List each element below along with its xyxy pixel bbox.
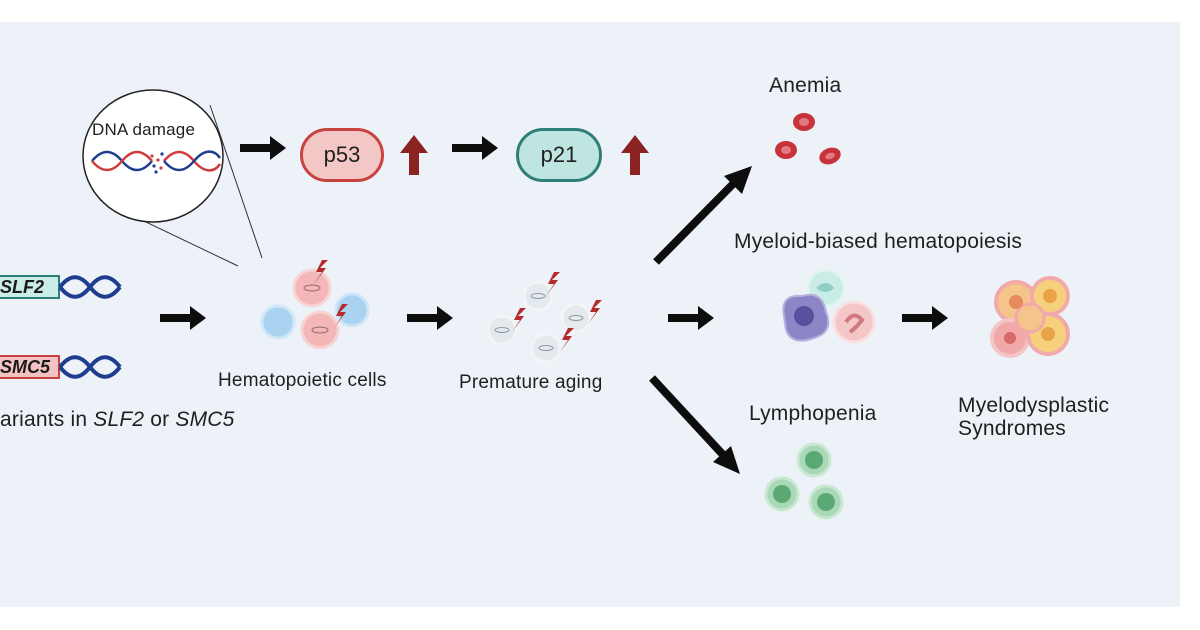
- gene-smc5-box: SMC5: [0, 355, 60, 379]
- lightning-bolt-icon: [560, 328, 574, 352]
- up-arrow-icon: [400, 135, 428, 175]
- lightning-bolt-icon: [334, 304, 348, 328]
- aged-cells-icon: [486, 272, 602, 364]
- variants-gene1: SLF2: [93, 408, 145, 431]
- mds-cluster-icon: [990, 276, 1070, 358]
- p21-node: p21: [516, 128, 602, 182]
- dna-helix-icon: [58, 355, 122, 379]
- red-blood-cell-icon: [775, 113, 841, 165]
- variants-caption: ariants in SLF2 or SMC5: [0, 408, 235, 432]
- hematopoietic-cells-icon: [260, 260, 370, 350]
- right-arrow-icon: [240, 136, 286, 160]
- up-arrow-icon: [621, 135, 649, 175]
- right-arrow-icon: [160, 306, 206, 330]
- lightning-bolt-icon: [314, 260, 328, 284]
- right-arrow-icon: [452, 136, 498, 160]
- hematopoietic-cells-label: Hematopoietic cells: [218, 370, 387, 391]
- mds-label-line1: Myelodysplastic: [958, 394, 1110, 417]
- lightning-bolt-icon: [512, 308, 526, 332]
- variants-prefix: ariants in: [0, 408, 94, 431]
- myeloid-cell-icon: [782, 268, 876, 344]
- myeloid-biased-label: Myeloid-biased hematopoiesis: [734, 230, 1023, 253]
- right-arrow-icon: [407, 306, 453, 330]
- lightning-bolt-icon: [546, 272, 560, 296]
- dna-helix-icon: [58, 275, 122, 299]
- variants-or: or: [144, 408, 176, 431]
- right-arrow-icon: [668, 306, 714, 330]
- anemia-label: Anemia: [769, 74, 842, 97]
- lymphopenia-label: Lymphopenia: [749, 402, 877, 425]
- variants-gene2: SMC5: [175, 408, 235, 431]
- gene-slf2-box: SLF2: [0, 275, 60, 299]
- damaged-dna-icon: [91, 150, 222, 174]
- dna-damage-label: DNA damage: [92, 120, 196, 139]
- premature-aging-label: Premature aging: [459, 372, 603, 393]
- lightning-bolt-icon: [588, 300, 602, 324]
- mds-label-line2: Syndromes: [958, 417, 1067, 440]
- p53-node: p53: [300, 128, 384, 182]
- lymphocyte-icon: [764, 442, 844, 520]
- right-arrow-icon: [902, 306, 948, 330]
